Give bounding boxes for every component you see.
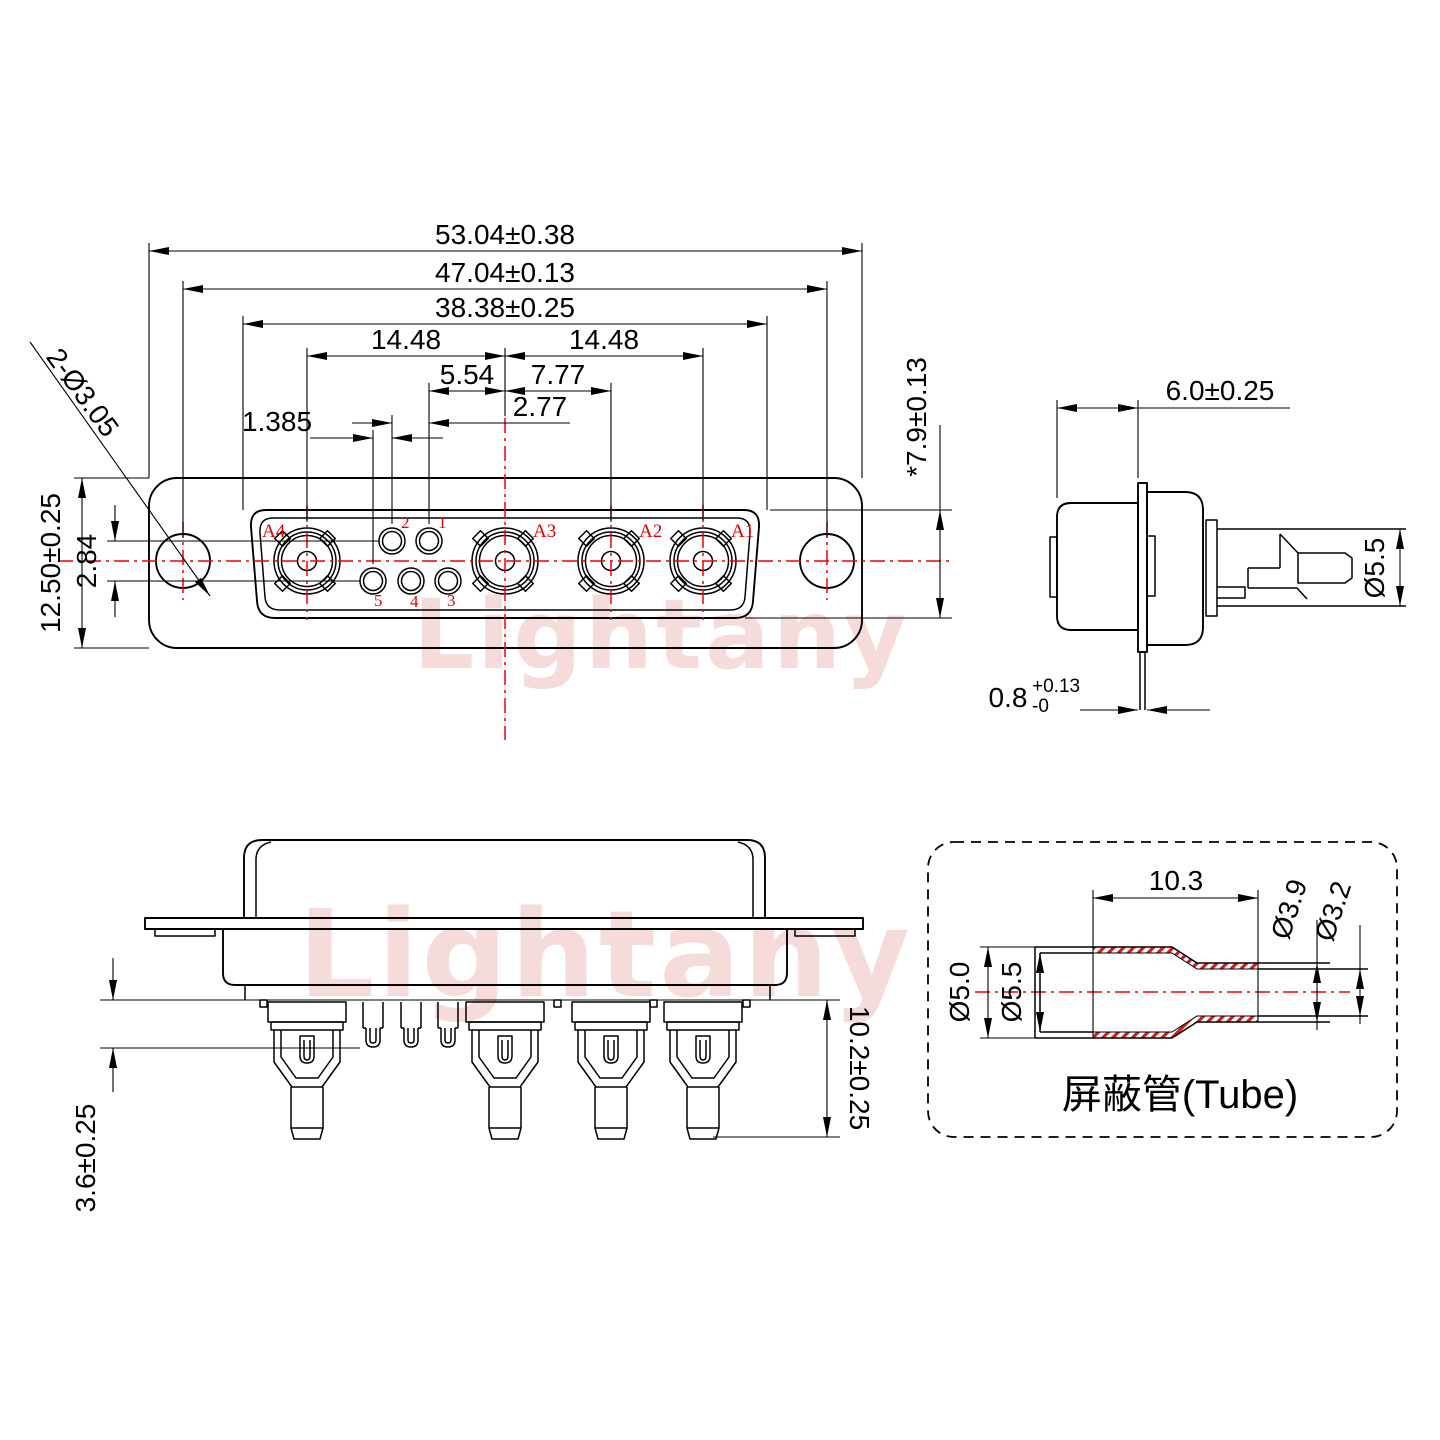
bottom-arrowheads — [109, 980, 831, 1137]
dim-0-8-sub: -0 — [1032, 696, 1049, 717]
dim-38-38: 38.38±0.25 — [435, 292, 575, 323]
dim-2-77: 2.77 — [513, 391, 568, 422]
signal-solder-pins — [362, 1002, 459, 1048]
dim-6-0: 6.0±0.25 — [1166, 375, 1275, 406]
label-pin1: 1 — [438, 513, 447, 532]
side-arrowheads — [1057, 404, 1404, 714]
label-A4: A4 — [262, 521, 286, 542]
dim-10-3: 10.3 — [1149, 865, 1204, 896]
label-A1: A1 — [731, 521, 754, 542]
solder-contact-A4 — [267, 1001, 347, 1140]
label-A2: A2 — [639, 521, 662, 542]
flange-tab-left — [154, 928, 216, 937]
side-body — [1056, 502, 1139, 631]
dim-14-48-right: 14.48 — [569, 324, 639, 355]
d-opening-inner — [259, 517, 751, 611]
solder-pin-3 — [437, 1002, 459, 1048]
flange-tab-right — [794, 928, 856, 937]
label-A3: A3 — [533, 521, 556, 542]
label-pin5: 5 — [374, 591, 383, 610]
tube-arrowheads — [984, 894, 1364, 1038]
tube-wall-bottom — [1092, 1015, 1259, 1039]
face-pegs — [259, 999, 751, 1008]
dim-5-54: 5.54 — [440, 359, 495, 390]
dim-5-5-tube: Ø5.5 — [996, 962, 1027, 1023]
dim-10-2: 10.2±0.25 — [844, 1006, 875, 1130]
watermark-bottom: Lightany — [298, 886, 913, 1025]
shell-cap-inner-right — [737, 841, 754, 918]
dim-3-9: Ø3.9 — [1265, 875, 1313, 942]
solder-contact-A2 — [571, 1001, 651, 1140]
side-view: 6.0±0.25 Ø5.5 0.8 +0.13 -0 — [989, 375, 1406, 717]
shell-cap-inner-left — [255, 841, 272, 918]
solder-pin-4 — [400, 1002, 422, 1048]
dim-47-04: 47.04±0.13 — [435, 257, 575, 288]
signal-contacts — [359, 527, 462, 595]
dim-3-2: Ø3.2 — [1309, 877, 1357, 944]
solder-contact-A1 — [663, 1001, 743, 1140]
dim-14-48-left: 14.48 — [371, 324, 441, 355]
dim-1-385: 1.385 — [242, 406, 312, 437]
tube-detail-view: 10.3 Ø5.0 Ø5.5 Ø3.9 Ø3.2 屏蔽管(Tube) — [927, 841, 1398, 1138]
insulator-body — [222, 928, 788, 986]
watermark: Lightany Lightany — [298, 579, 913, 1025]
label-pin3: 3 — [447, 591, 456, 610]
dim-12-50: 12.50±0.25 — [35, 493, 66, 633]
side-flange-tab — [1139, 652, 1146, 710]
dim-0-8: 0.8 — [989, 682, 1028, 713]
detail-box — [927, 841, 1398, 1138]
side-contact-ring — [1205, 519, 1218, 617]
side-insert — [1146, 491, 1204, 646]
dim-5-5-side: Ø5.5 — [1359, 538, 1390, 599]
dim-mount-holes: 2-Ø3.05 — [40, 342, 125, 442]
dim-7-77: 7.77 — [531, 359, 586, 390]
coax-solder-contacts — [267, 1001, 743, 1140]
label-pin2: 2 — [401, 513, 410, 532]
dim-7-9: *7.9±0.13 — [901, 357, 932, 477]
watermark-front: Lightany — [413, 579, 910, 691]
dim-3-6: 3.6±0.25 — [70, 1104, 101, 1213]
tube-wall-top — [1092, 946, 1259, 970]
dim-2-84: 2.84 — [71, 534, 102, 589]
solder-contact-A3 — [465, 1001, 545, 1140]
label-pin4: 4 — [410, 592, 419, 611]
bottom-view: 3.6±0.25 10.2±0.25 — [70, 839, 875, 1213]
insulator-step — [244, 985, 771, 1000]
shell-cap — [243, 839, 766, 919]
tube-caption: 屏蔽管(Tube) — [1062, 1073, 1298, 1117]
d-opening-outer — [250, 509, 760, 619]
tube-outline — [1034, 946, 1368, 1039]
flange-plate — [144, 917, 864, 930]
side-body-ridge — [1049, 536, 1058, 598]
dim-53-04: 53.04±0.38 — [435, 219, 575, 250]
side-flange — [1137, 482, 1148, 653]
side-key — [1146, 535, 1156, 597]
front-arrowheads — [78, 247, 944, 648]
dim-0-8-sup: +0.13 — [1032, 676, 1080, 697]
dim-5-0: Ø5.0 — [944, 962, 975, 1023]
solder-pin-5 — [362, 1002, 384, 1048]
side-contact-profile — [1217, 528, 1406, 607]
